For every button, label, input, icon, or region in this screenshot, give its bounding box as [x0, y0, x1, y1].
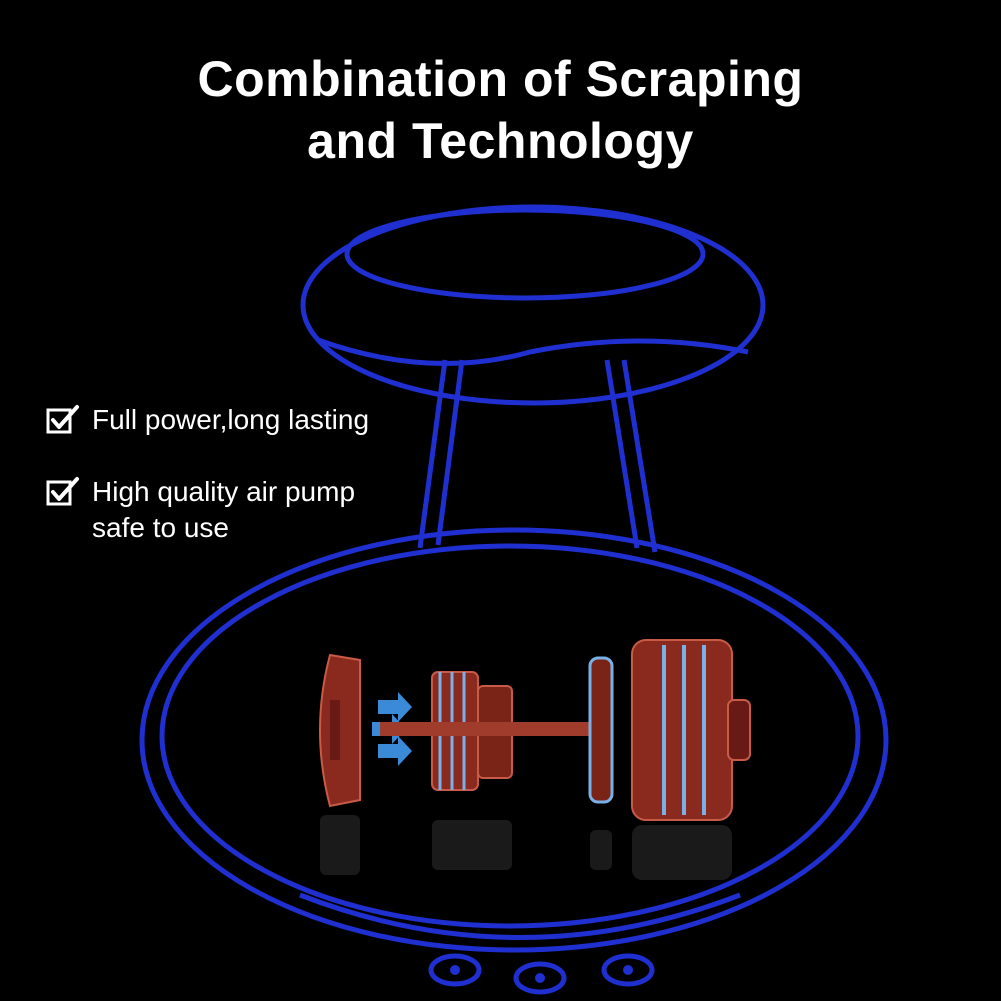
- air-pump-components: [319, 639, 751, 821]
- stem-right-inner: [604, 359, 640, 549]
- headline: Combination of Scraping and Technology: [0, 48, 1001, 172]
- massage-node-right: [601, 953, 655, 987]
- feature-item: Full power,long lasting: [46, 402, 369, 438]
- checkbox-checked-icon: [46, 477, 79, 506]
- massage-node-left: [428, 953, 482, 987]
- handle-cap-outline: [300, 204, 766, 406]
- feature-text-line: Full power,long lasting: [92, 404, 370, 435]
- stem-left-inner: [435, 359, 465, 546]
- headline-line-2: and Technology: [307, 113, 694, 169]
- body-inner-outline: [159, 543, 861, 929]
- handle-cap-seam: [317, 337, 749, 367]
- base-outline: [299, 892, 741, 940]
- checkbox-checked-icon: [46, 405, 79, 434]
- handle-cap-top-outline: [344, 207, 706, 301]
- feature-list: Full power,long lasting High quality air…: [46, 402, 369, 582]
- feature-item: High quality air pump safe to use: [46, 474, 369, 546]
- feature-text-line: High quality air pump: [92, 476, 356, 507]
- feature-text-line: safe to use: [92, 512, 229, 543]
- component-reflection: [320, 815, 732, 880]
- stem-left-outer: [417, 359, 448, 549]
- massage-node-center: [513, 961, 567, 995]
- stem-right-outer: [621, 359, 658, 553]
- headline-line-1: Combination of Scraping: [197, 51, 804, 107]
- body-outer-outline: [139, 527, 889, 953]
